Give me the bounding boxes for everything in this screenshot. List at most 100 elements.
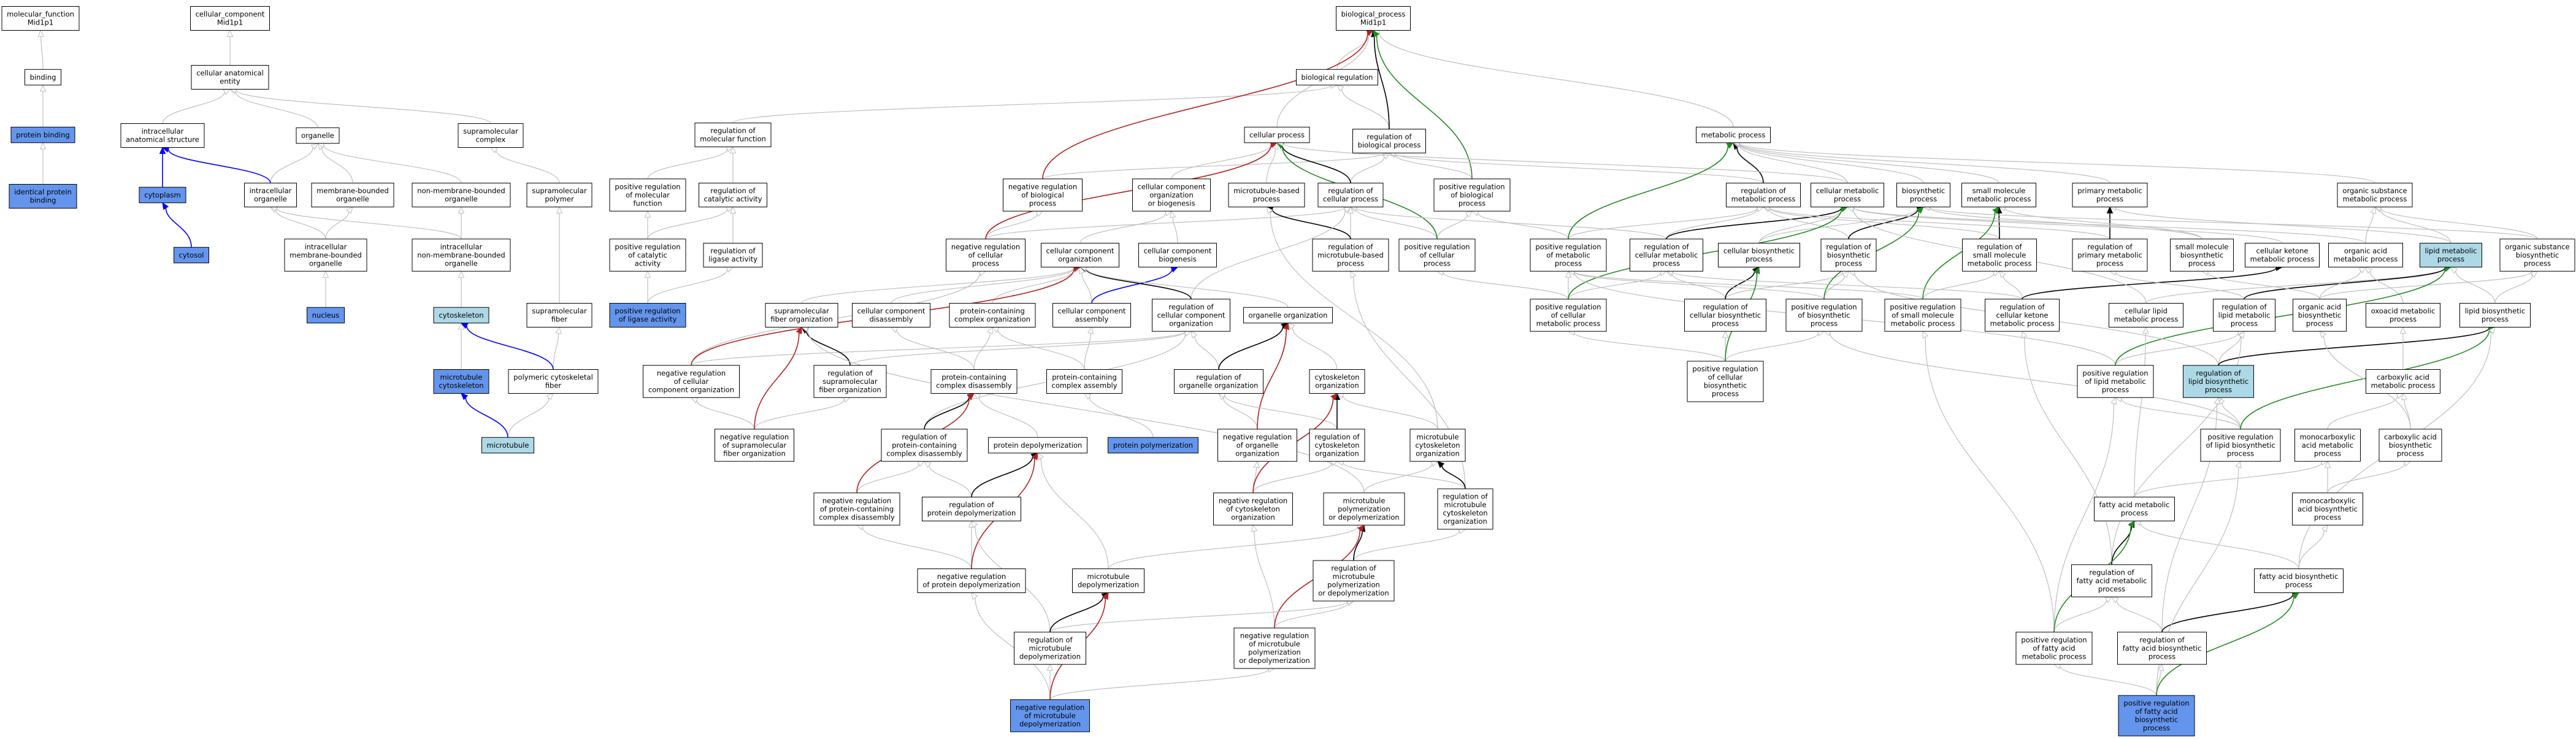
node-organelle-organization[interactable]: organelle organization	[1243, 307, 1333, 324]
node-microtubule[interactable]: microtubule	[481, 437, 534, 454]
node-protein-depolymerization[interactable]: protein depolymerization	[988, 437, 1087, 454]
node-cellular-process[interactable]: cellular process	[1244, 126, 1310, 144]
node-cytoplasm[interactable]: cytoplasm	[139, 186, 186, 204]
node-biological-regulation[interactable]: biological regulation	[1296, 69, 1378, 86]
node-cytoskeleton[interactable]: cytoskeleton	[433, 307, 489, 324]
node-protein-binding[interactable]: protein binding	[10, 126, 75, 144]
node-nucleus[interactable]: nucleus	[307, 307, 345, 324]
node-metabolic-process[interactable]: metabolic process	[1696, 126, 1771, 144]
node-protein-polymerization[interactable]: protein polymerization	[1108, 437, 1198, 454]
node-binding[interactable]: binding	[25, 69, 61, 86]
node-cytosol[interactable]: cytosol	[174, 247, 209, 264]
